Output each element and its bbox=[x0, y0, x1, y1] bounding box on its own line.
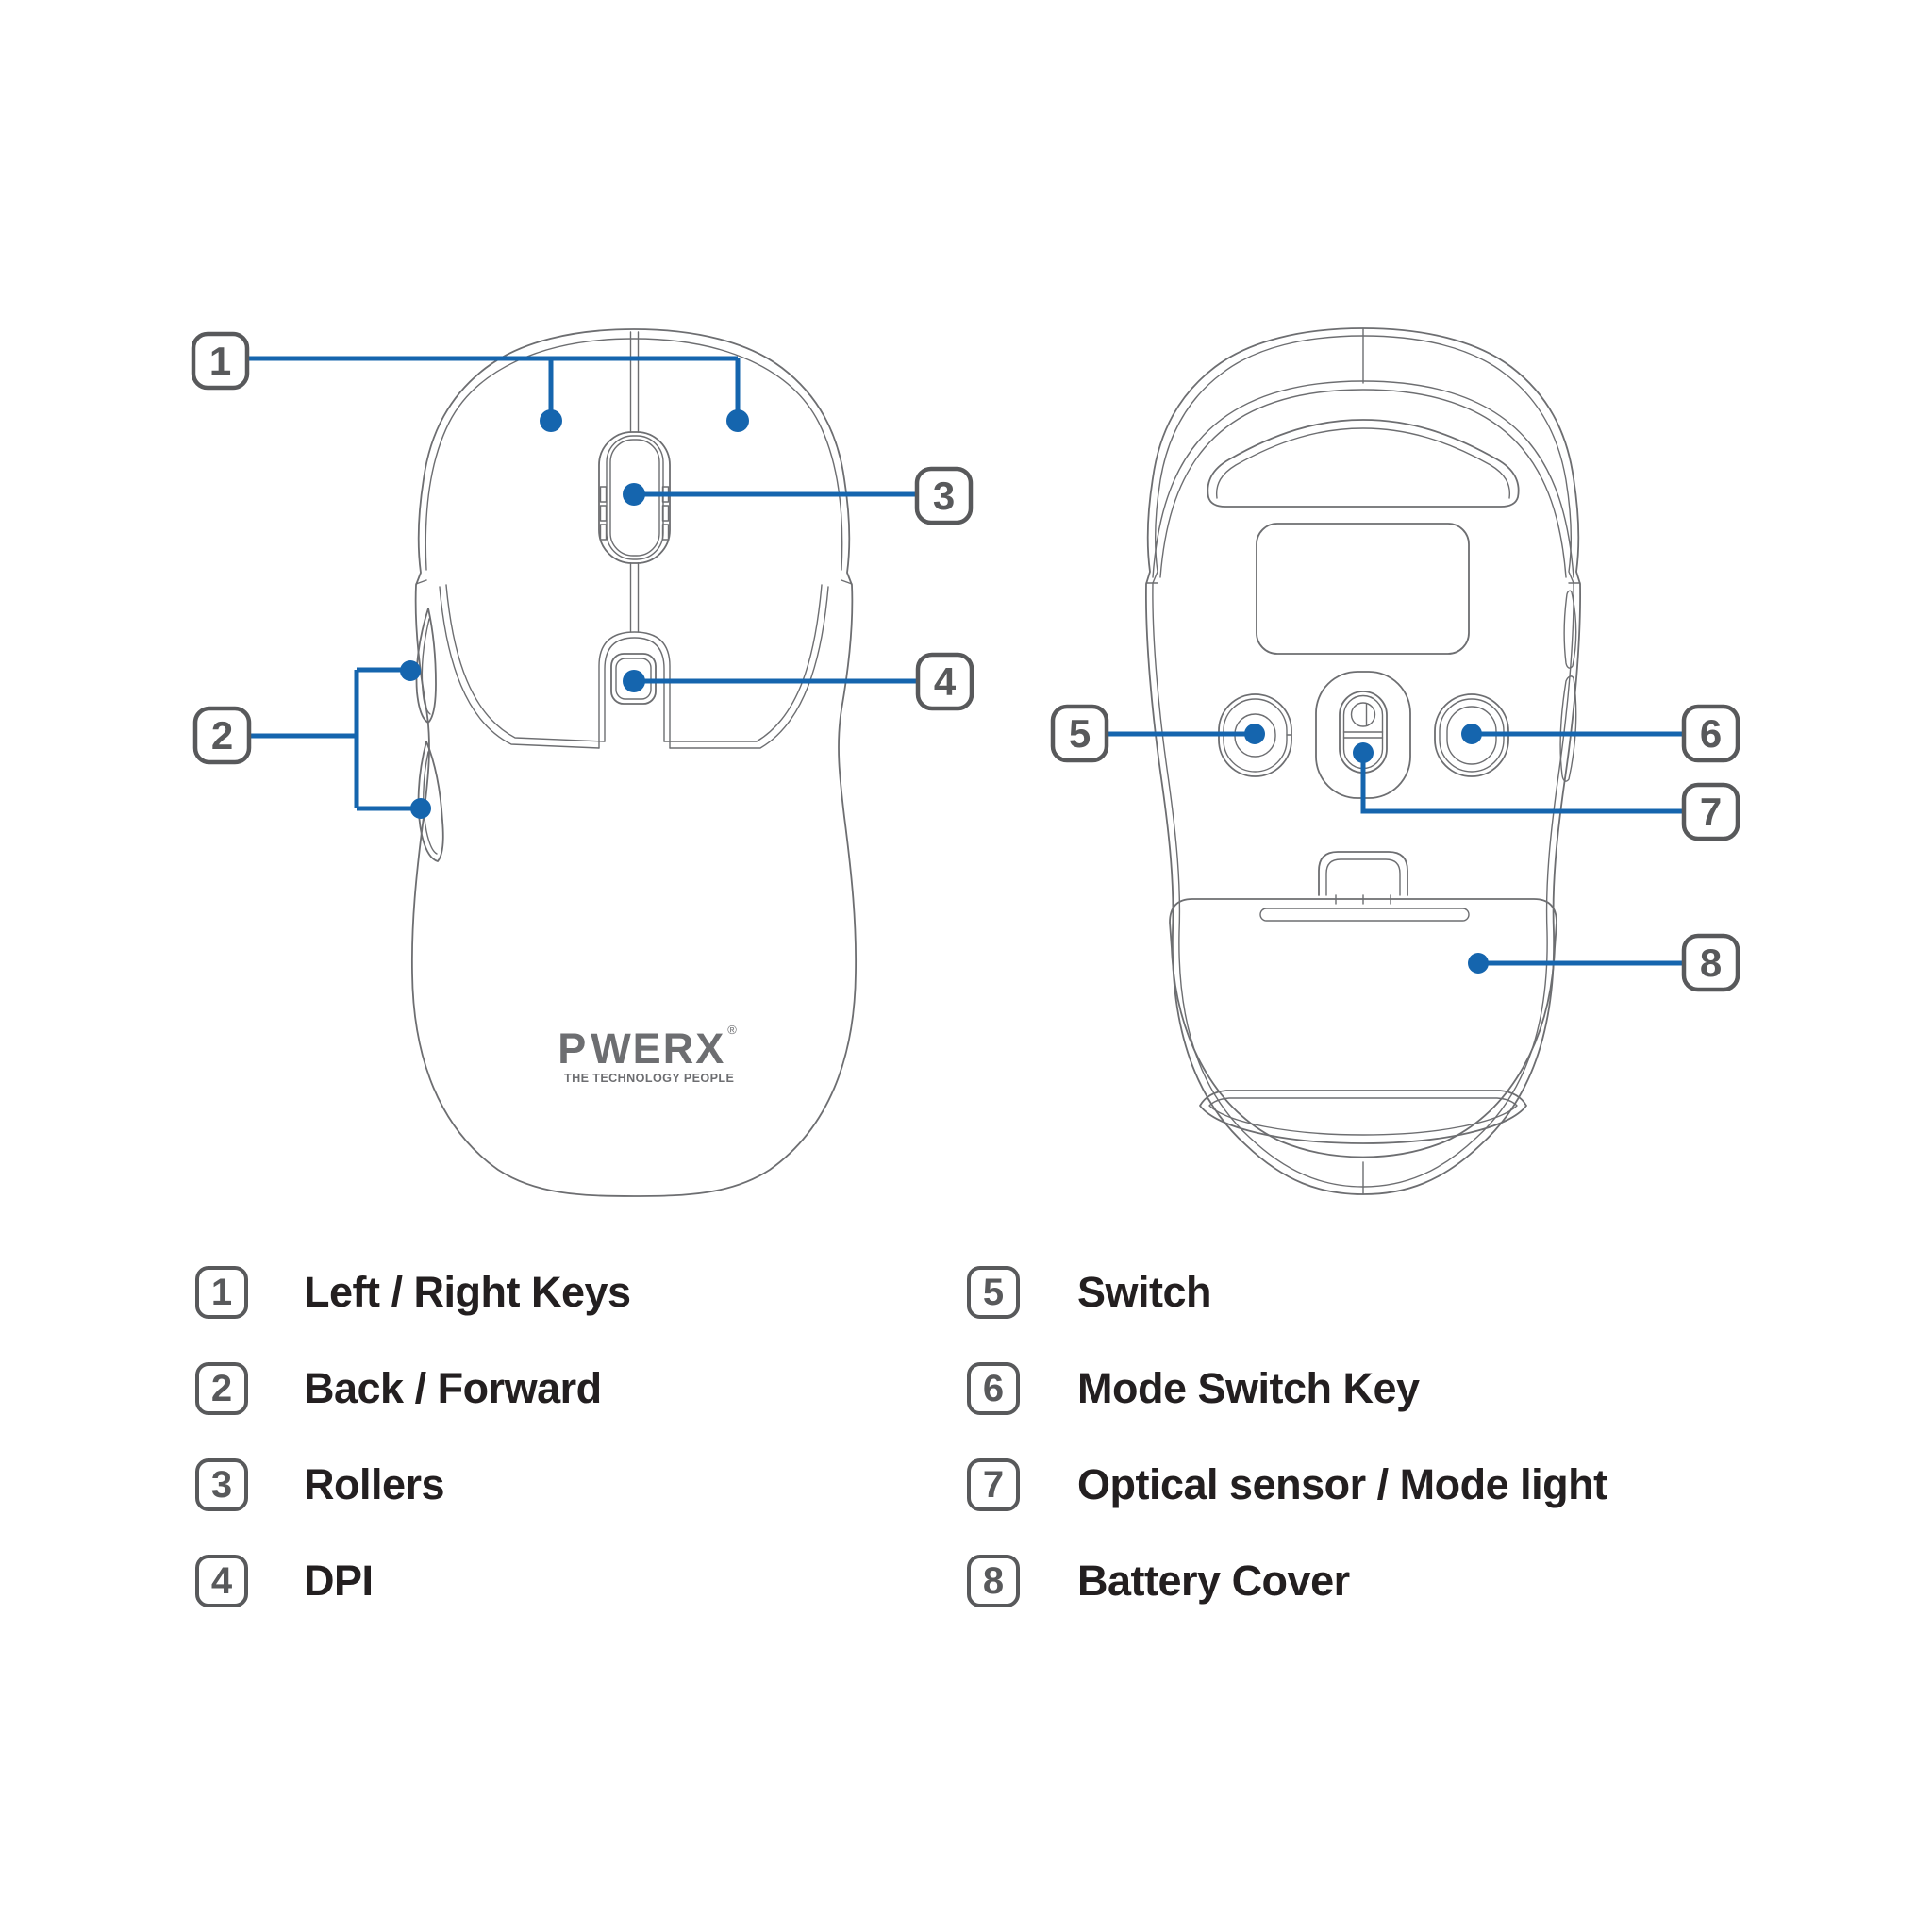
legend-item-3: 3 Rollers bbox=[195, 1458, 445, 1511]
powerx-logo: P WER X ® THE TECHNOLOGY PEOPLE bbox=[558, 1024, 737, 1085]
battery-cover-latch bbox=[1318, 851, 1408, 905]
pointer-dot-dpi bbox=[623, 670, 645, 692]
top-body-outline bbox=[410, 328, 858, 1197]
legend-item-7: 7 Optical sensor / Mode light bbox=[967, 1458, 1607, 1511]
legend-badge-3: 3 bbox=[195, 1458, 248, 1511]
front-glide-pad bbox=[1207, 419, 1520, 508]
logo-letter-p: P bbox=[558, 1024, 589, 1073]
side-button-profiles bbox=[1559, 590, 1577, 782]
callout-badge-1: 1 bbox=[191, 331, 250, 391]
svg-text:3: 3 bbox=[933, 474, 955, 518]
rear-glide-pad bbox=[1199, 1090, 1527, 1144]
front-band-outer bbox=[1152, 380, 1574, 578]
wing-notches bbox=[415, 579, 853, 585]
legend-item-8: 8 Battery Cover bbox=[967, 1555, 1350, 1607]
legend-label-1: Left / Right Keys bbox=[304, 1268, 631, 1316]
svg-text:5: 5 bbox=[1069, 711, 1091, 756]
svg-text:7: 7 bbox=[1700, 790, 1722, 834]
front-band-inner bbox=[1159, 389, 1567, 578]
plate-edge-inner bbox=[445, 584, 823, 742]
pointer-dot-back bbox=[410, 798, 431, 819]
label-recess bbox=[1256, 523, 1470, 655]
legend-label-4: DPI bbox=[304, 1557, 374, 1605]
pointer-dot-battery-cover bbox=[1468, 953, 1489, 974]
logo-tagline: THE TECHNOLOGY PEOPLE bbox=[564, 1072, 735, 1085]
legend-badge-5: 5 bbox=[967, 1266, 1020, 1319]
legend-badge-4: 4 bbox=[195, 1555, 248, 1607]
logo-letters-wer: WER bbox=[591, 1024, 696, 1073]
svg-text:6: 6 bbox=[1700, 711, 1722, 756]
legend-badge-6: 6 bbox=[967, 1362, 1020, 1415]
callout-badges: 1 2 3 4 5 6 7 bbox=[191, 331, 1740, 992]
callout-badge-4: 4 bbox=[915, 652, 974, 711]
callout-leader-lines bbox=[247, 356, 1684, 974]
legend-item-6: 6 Mode Switch Key bbox=[967, 1362, 1420, 1415]
legend-badge-1: 1 bbox=[195, 1266, 248, 1319]
legend-badge-2: 2 bbox=[195, 1362, 248, 1415]
pointer-dot-forward bbox=[400, 660, 421, 681]
center-seam bbox=[629, 331, 640, 633]
top-dome-seam bbox=[425, 338, 843, 571]
pointer-dot-mode-key bbox=[1461, 724, 1482, 744]
legend-item-5: 5 Switch bbox=[967, 1266, 1212, 1319]
legend-label-2: Back / Forward bbox=[304, 1364, 602, 1412]
legend-badge-7: 7 bbox=[967, 1458, 1020, 1511]
plate-edge-outer bbox=[439, 586, 829, 749]
callout-badge-3: 3 bbox=[914, 466, 974, 525]
pointer-dot-left-key bbox=[540, 409, 562, 432]
registered-mark: ® bbox=[727, 1023, 737, 1037]
legend-item-1: 1 Left / Right Keys bbox=[195, 1266, 631, 1319]
battery-cover bbox=[1169, 898, 1557, 1158]
callout-badge-6: 6 bbox=[1681, 704, 1740, 763]
logo-letter-x: X bbox=[695, 1024, 726, 1073]
legend-item-4: 4 DPI bbox=[195, 1555, 374, 1607]
legend-label-8: Battery Cover bbox=[1077, 1557, 1350, 1605]
callout-badge-7: 7 bbox=[1681, 782, 1740, 841]
legend-label-7: Optical sensor / Mode light bbox=[1077, 1460, 1607, 1508]
pointer-dot-switch bbox=[1244, 724, 1265, 744]
callout-badge-8: 8 bbox=[1681, 933, 1740, 992]
svg-text:4: 4 bbox=[934, 659, 957, 704]
pointer-dot-right-key bbox=[726, 409, 749, 432]
legend-label-5: Switch bbox=[1077, 1268, 1212, 1316]
bottom-seams bbox=[1145, 328, 1581, 1195]
top-view-mouse bbox=[410, 328, 858, 1197]
callout-badge-5: 5 bbox=[1050, 704, 1109, 763]
pointer-dot-roller bbox=[623, 483, 645, 506]
legend-badge-8: 8 bbox=[967, 1555, 1020, 1607]
side-buttons bbox=[415, 608, 444, 862]
callout-badge-2: 2 bbox=[192, 706, 252, 765]
legend-item-2: 2 Back / Forward bbox=[195, 1362, 602, 1415]
legend-label-6: Mode Switch Key bbox=[1077, 1364, 1420, 1412]
legend-label-3: Rollers bbox=[304, 1460, 445, 1508]
pointer-dot-sensor bbox=[1353, 742, 1374, 763]
svg-text:2: 2 bbox=[211, 713, 233, 758]
svg-text:1: 1 bbox=[209, 339, 231, 383]
bottom-view-mouse bbox=[1145, 327, 1581, 1195]
svg-text:8: 8 bbox=[1700, 941, 1722, 985]
